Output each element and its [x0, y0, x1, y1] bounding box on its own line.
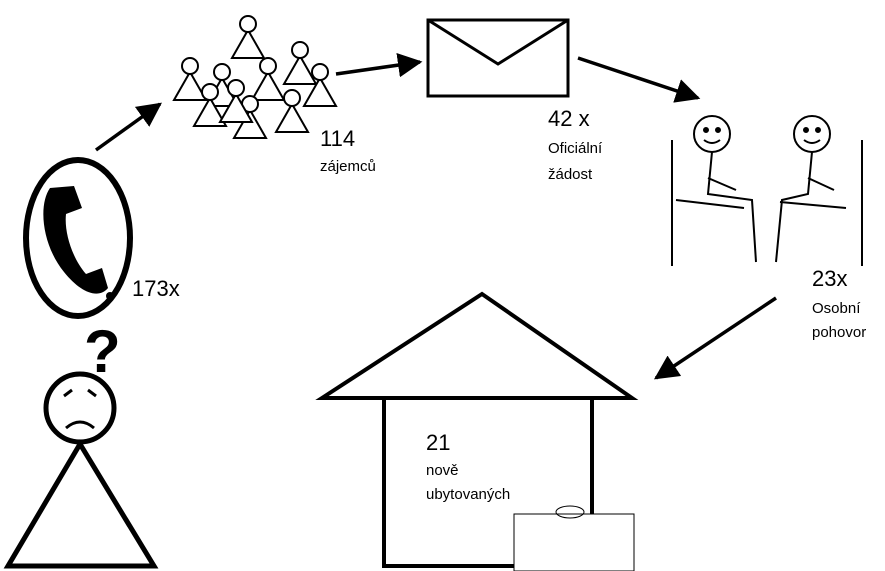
arrow-interested-to-applications: [335, 52, 423, 78]
envelope-icon: [426, 18, 570, 98]
person-head: [201, 83, 219, 101]
applications-count: 42 x: [548, 106, 590, 131]
house-icon: [315, 291, 639, 571]
person-figure: [232, 107, 268, 139]
flow-arrows: [94, 52, 777, 380]
applications-caption-2: žádost: [548, 166, 593, 183]
person-figure: [282, 53, 318, 85]
person-figure: [250, 69, 286, 101]
interview-icon: [671, 115, 863, 266]
person-head: [259, 57, 277, 75]
person-figure: [172, 69, 208, 101]
arrow-calls-to-interested: [94, 102, 162, 152]
interested-caption: zájemců: [320, 158, 376, 175]
calls-count: 173x: [132, 276, 180, 301]
person-head: [181, 57, 199, 75]
arrow-applications-to-interviews: [577, 56, 701, 103]
interested-count: 114: [320, 126, 356, 151]
interviews-caption-1: Osobní: [812, 300, 861, 317]
sad-person-icon: [3, 371, 159, 569]
person-figure: [218, 91, 254, 123]
person-figure: [230, 27, 266, 59]
person-head: [239, 15, 257, 33]
person-head: [291, 41, 309, 59]
phone-icon: [23, 157, 133, 319]
applications-caption-1: Oficiální: [548, 140, 603, 157]
arrow-interviews-to-housed: [653, 296, 777, 380]
housed-count: 21: [426, 430, 451, 455]
person-figure: [302, 75, 338, 107]
person-head: [213, 63, 231, 81]
housed-caption-2: ubytovaných: [426, 486, 511, 503]
person-figure: [274, 101, 310, 133]
person-head: [311, 63, 329, 81]
person-head: [283, 89, 301, 107]
housed-caption-1: nově: [426, 462, 459, 479]
interviews-caption-2: pohovor: [812, 324, 867, 341]
people-group-icon: [172, 15, 338, 139]
person-head: [227, 79, 245, 97]
interviews-count: 23x: [812, 266, 848, 291]
person-figure: [192, 95, 228, 127]
